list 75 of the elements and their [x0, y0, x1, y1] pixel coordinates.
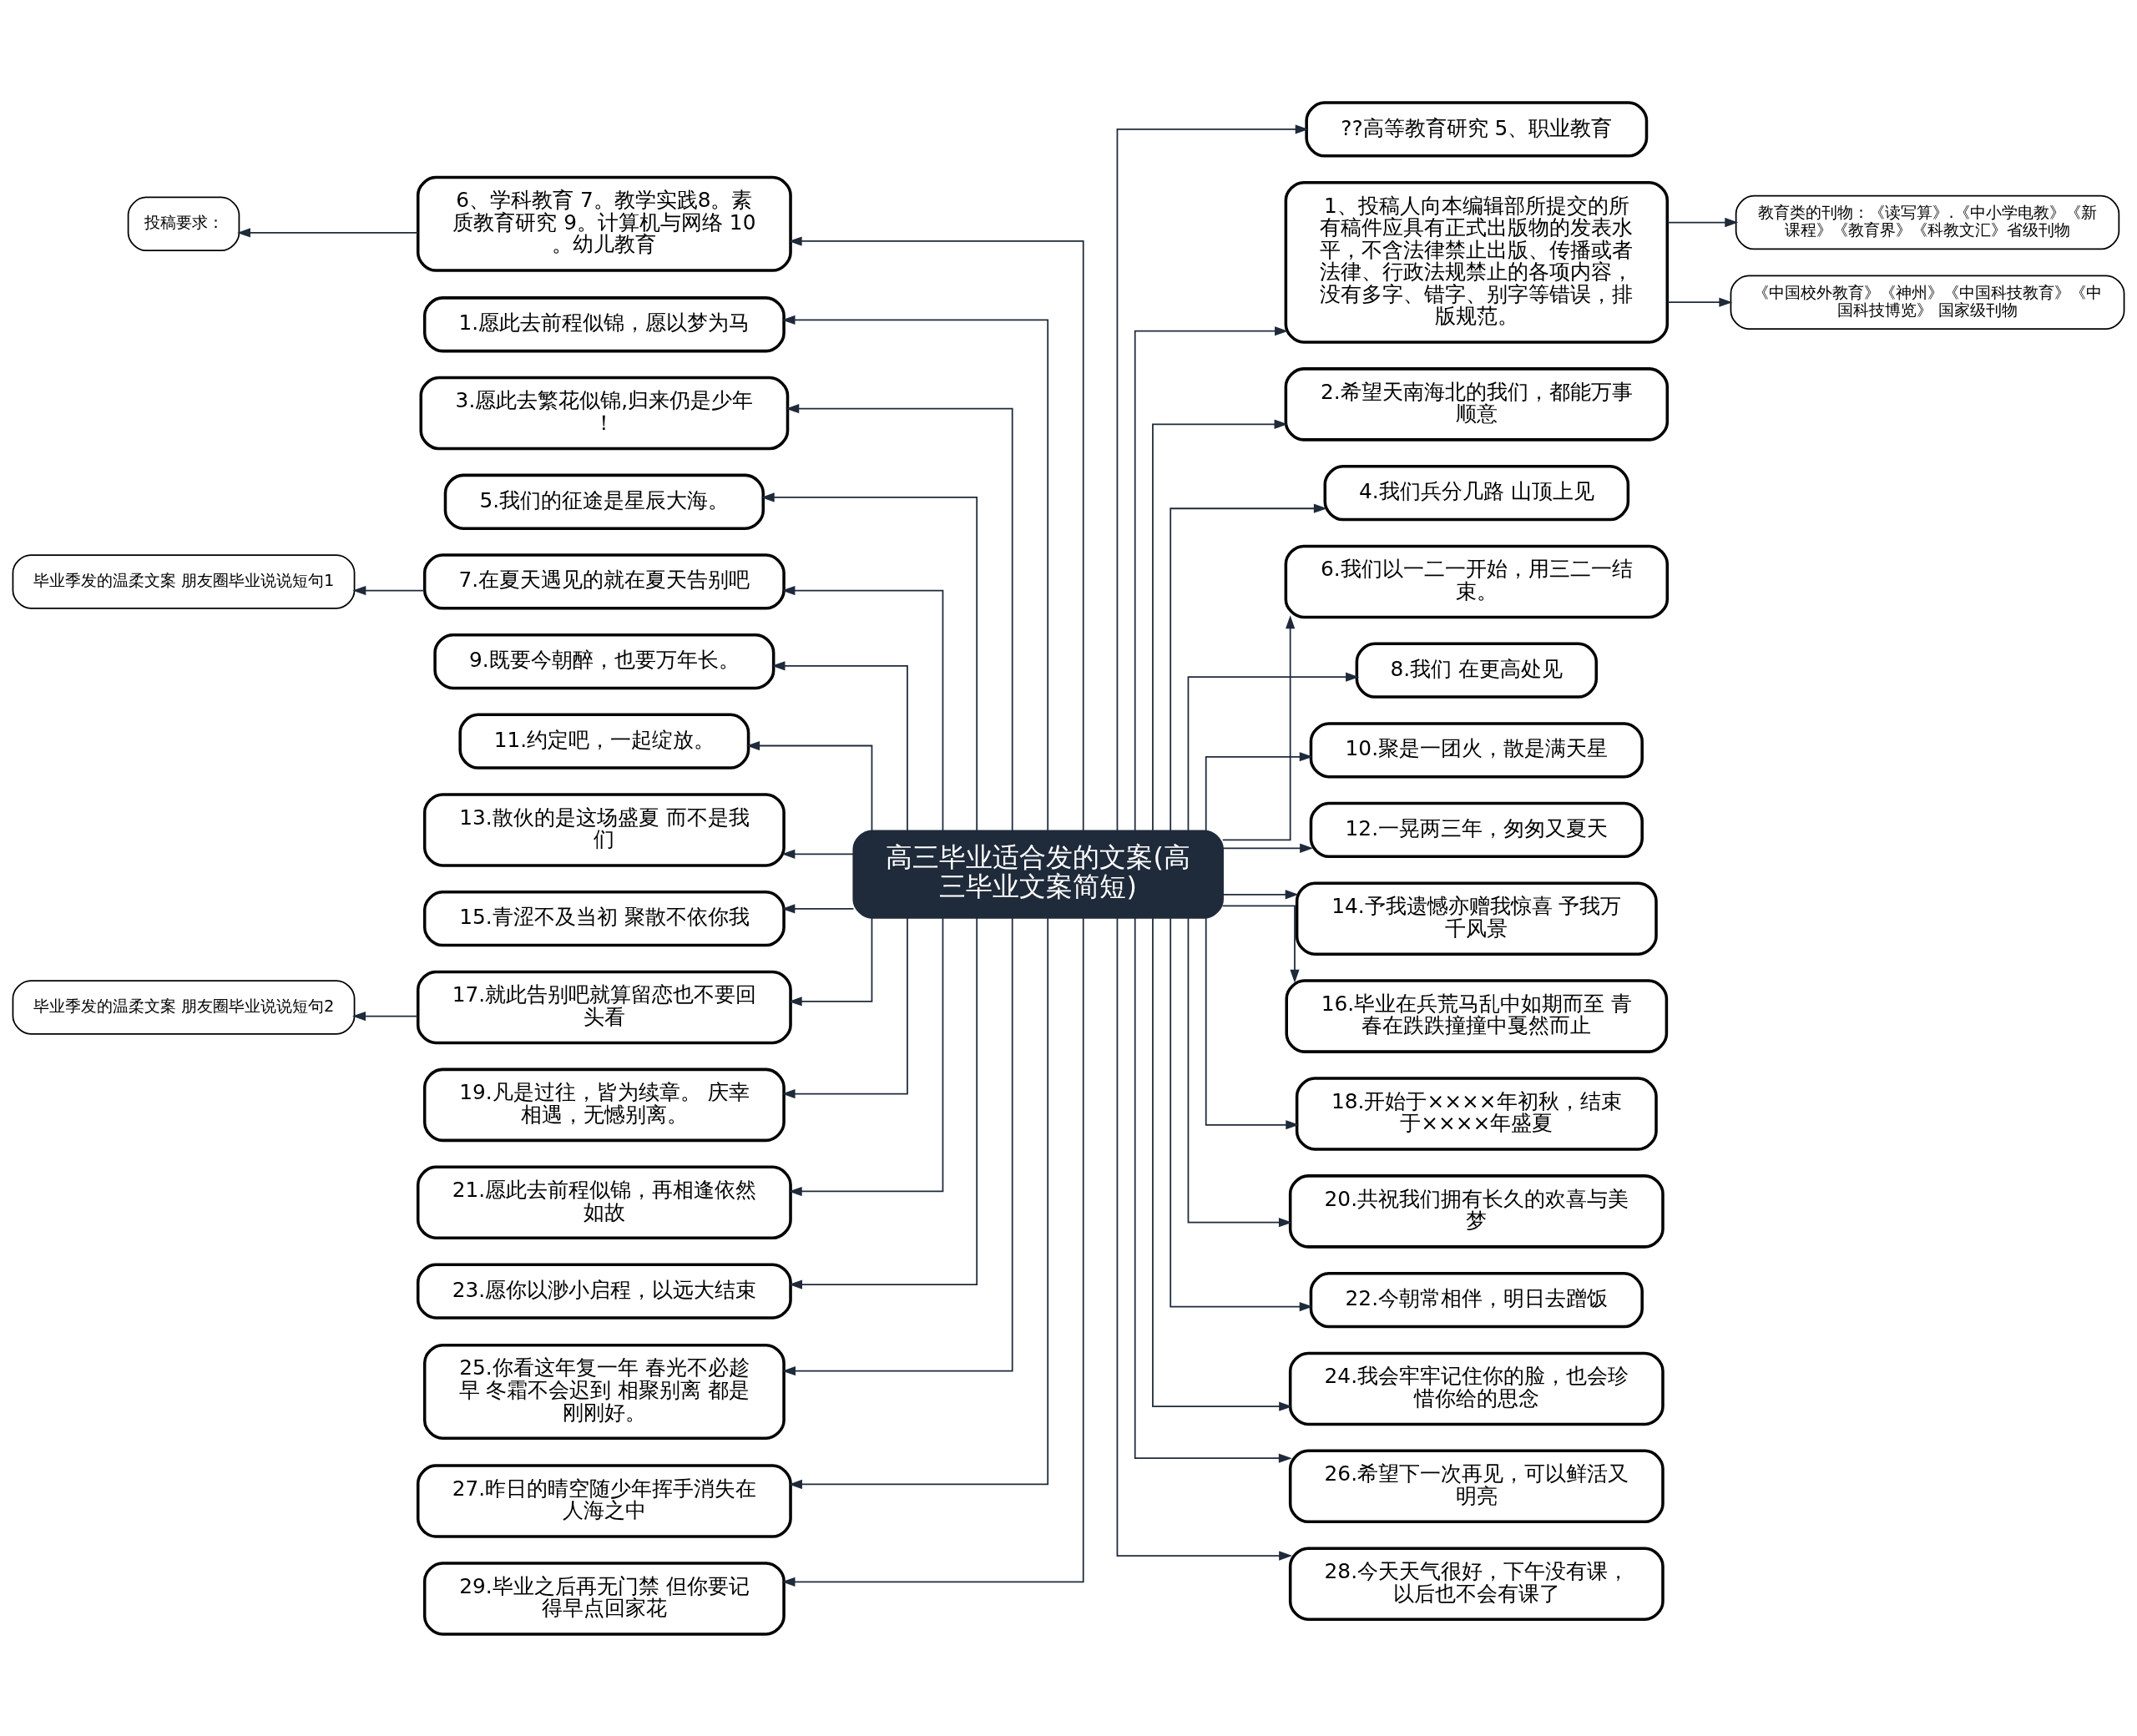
node-box: 《中国校外教育》《神州》《中国科技教育》《中国科技博览》 国家级刊物: [1730, 274, 2125, 330]
arrow: [746, 740, 873, 831]
node-box: 24.我会牢牢记住你的脸，也会珍惜你给的思念: [1288, 1351, 1665, 1426]
node-box: 20.共祝我们拥有长久的欢喜与美梦: [1288, 1173, 1665, 1249]
node-box: 13.散伙的是这场盛夏 而不是我们: [422, 792, 786, 867]
arrow: [1205, 751, 1313, 832]
node-box: 15.青涩不及当初 聚散不依你我: [422, 890, 786, 946]
arrow: [1170, 503, 1327, 831]
arrow: [789, 916, 1049, 1489]
arrow: [788, 916, 873, 1006]
arrow: [786, 403, 1013, 832]
arrow: [1134, 326, 1288, 832]
node-box: 1.愿此去前程似锦，愿以梦为马: [422, 295, 786, 352]
arrow: [1221, 889, 1299, 899]
node-box: 2.希望天南海北的我们，都能万事顺意: [1284, 366, 1670, 442]
arrow: [788, 916, 944, 1196]
arrow: [1134, 916, 1292, 1463]
node-box: 29.毕业之后再无门禁 但你要记得早点回家花: [422, 1561, 786, 1636]
node-box: 14.予我遗憾亦赠我惊喜 予我万千风景: [1295, 881, 1658, 956]
node-box: 11.约定吧，一起绽放。: [458, 713, 750, 770]
arrow: [782, 916, 1013, 1375]
arrow: [781, 849, 855, 859]
arrow: [1187, 916, 1292, 1227]
arrow: [788, 235, 1084, 832]
node-box: 23.愿你以渺小启程，以远大结束: [416, 1262, 792, 1320]
node-box: 27.昨日的晴空随少年挥手消失在人海之中: [416, 1463, 792, 1538]
node-box: 投稿要求：: [127, 196, 240, 251]
arrow: [781, 315, 1049, 832]
arrow: [781, 916, 908, 1098]
node-box: 高三毕业适合发的文案(高三毕业文案简短): [852, 829, 1224, 919]
arrow: [781, 916, 1084, 1587]
node-box: 8.我们 在更高处见: [1355, 642, 1599, 699]
arrow: [352, 1011, 419, 1021]
arrow: [1667, 217, 1739, 227]
arrow: [781, 585, 944, 832]
node-box: 22.今朝常相伴，明日去蹭饭: [1309, 1271, 1644, 1328]
arrow: [1187, 672, 1360, 832]
arrow: [1667, 297, 1733, 307]
node-box: 1、投稿人向本编辑部所提交的所有稿件应具有正式出版物的发表水平，不含法律禁止出版、传播或者法律、行政法规禁止的各项内容，没有多字、错字、别字等错误，排版规范。: [1284, 180, 1670, 344]
node-box: 18.开始于××××年初秋，结束于××××年盛夏: [1295, 1076, 1658, 1151]
arrow: [352, 585, 425, 595]
node-box: 9.既要今朝醉，也要万年长。: [433, 633, 775, 689]
node-box: 21.愿此去前程似锦，再相逢依然如故: [416, 1165, 792, 1239]
arrow: [1116, 916, 1293, 1561]
arrow: [1170, 916, 1313, 1311]
node-box: ??高等教育研究 5、职业教育: [1305, 100, 1649, 158]
arrow: [1221, 904, 1300, 983]
arrow: [1205, 916, 1300, 1129]
node-box: 10.聚是一团火，散是满天星: [1309, 721, 1644, 778]
arrow: [1116, 124, 1309, 832]
node-box: 毕业季发的温柔文案 朋友圈毕业说说短句2: [12, 979, 356, 1035]
node-box: 3.愿此去繁花似锦,归来仍是少年！: [419, 376, 790, 450]
node-box: 7.在夏天遇见的就在夏天告别吧: [422, 553, 786, 610]
node-box: 16.毕业在兵荒马乱中如期而至 青春在跌跌撞撞中戛然而止: [1285, 978, 1669, 1053]
node-box: 教育类的刊物：《读写算》.《中小学电教》《新课程》《教育界》《科教文汇》省级刊物: [1735, 194, 2120, 250]
arrow: [789, 916, 978, 1289]
arrow: [771, 660, 908, 832]
node-box: 17.就此告别吧就算留恋也不要回头看: [416, 970, 792, 1044]
node-box: 毕业季发的温柔文案 朋友圈毕业说说短句1: [12, 553, 356, 609]
arrow: [1152, 916, 1293, 1411]
arrow: [237, 227, 419, 238]
arrow: [1221, 614, 1296, 840]
arrow: [760, 492, 978, 832]
arrow: [1221, 843, 1314, 853]
node-box: 6.我们以一二一开始，用三二一结束。: [1284, 544, 1670, 618]
node-box: 5.我们的征途是星辰大海。: [443, 473, 765, 530]
node-box: 25.你看这年复一年 春光不必趁早 冬霜不会迟到 相聚别离 都是刚刚好。: [422, 1343, 786, 1440]
arrow: [1152, 419, 1288, 832]
node-box: 28.今天天气很好，下午没有课，以后也不会有课了: [1288, 1546, 1665, 1621]
arrow: [781, 903, 855, 913]
node-box: 6、学科教育 7。教学实践8。素质教育研究 9。计算机与网络 10。幼儿教育: [416, 175, 792, 272]
node-box: 26.希望下一次再见，可以鲜活又明亮: [1288, 1449, 1665, 1523]
node-box: 4.我们兵分几路 山顶上见: [1323, 464, 1630, 521]
node-box: 19.凡是过往，皆为续章。 庆幸相遇，无憾别离。: [422, 1067, 786, 1142]
node-box: 12.一晃两三年，匆匆又夏天: [1309, 801, 1644, 858]
